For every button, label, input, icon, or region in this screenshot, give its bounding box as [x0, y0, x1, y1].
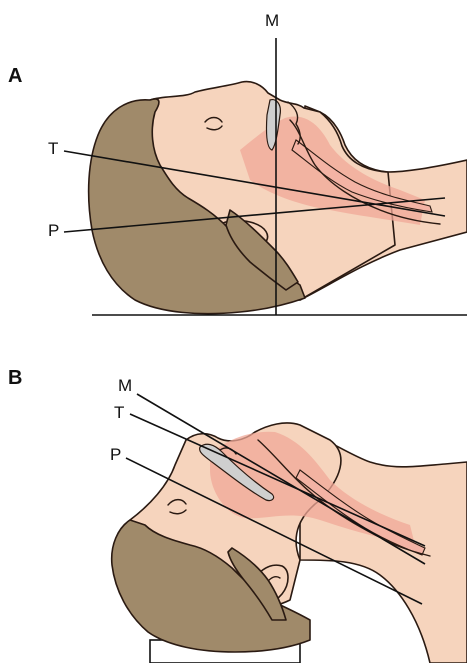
panel-a-label-t: T: [48, 139, 58, 158]
panel-a-label: A: [8, 65, 22, 87]
panel-b-label: B: [8, 367, 22, 389]
panel-b-label-p: P: [110, 445, 121, 464]
panel-b-label-m: M: [118, 376, 132, 395]
panel-b: B M T P: [8, 367, 467, 663]
panel-a-label-m: M: [265, 11, 279, 30]
panel-a: A M T P: [8, 11, 467, 315]
panel-b-label-t: T: [114, 403, 124, 422]
panel-a-label-p: P: [48, 221, 59, 240]
